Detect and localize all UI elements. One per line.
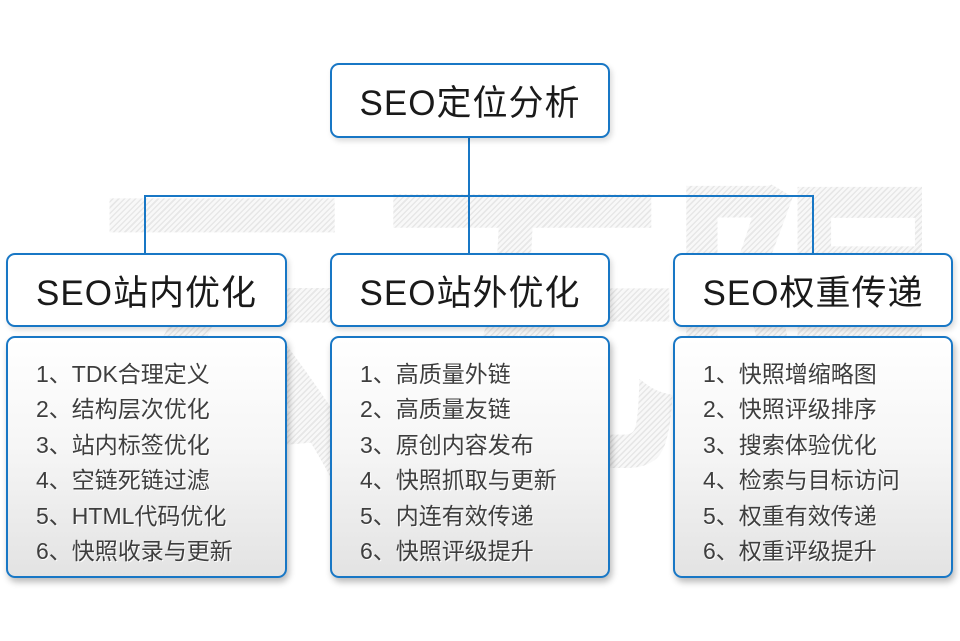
list-item: 2、快照评级排序 xyxy=(703,396,877,423)
list-item: 2、结构层次优化 xyxy=(36,396,210,423)
column-header-weight-title: SEO权重传递 xyxy=(702,273,924,313)
column-header-offsite-title: SEO站外优化 xyxy=(359,273,581,313)
list-item: 5、内连有效传递 xyxy=(360,502,534,529)
connector-root-drop xyxy=(468,138,470,197)
list-item: 3、原创内容发布 xyxy=(360,431,534,458)
list-panel-onsite: 1、TDK合理定义 2、结构层次优化 3、站内标签优化 4、空链死链过滤 5、H… xyxy=(6,336,287,578)
list-item: 1、TDK合理定义 xyxy=(36,360,210,387)
column-header-offsite: SEO站外优化 xyxy=(330,253,610,327)
list-item: 4、检索与目标访问 xyxy=(703,467,900,494)
list-item: 4、快照抓取与更新 xyxy=(360,467,557,494)
column-header-onsite-title: SEO站内优化 xyxy=(36,273,257,313)
list-item: 6、权重评级提升 xyxy=(703,538,877,565)
column-header-weight: SEO权重传递 xyxy=(673,253,953,327)
list-panel-weight: 1、快照增缩略图 2、快照评级排序 3、搜索体验优化 4、检索与目标访问 5、权… xyxy=(673,336,953,578)
list-item: 4、空链死链过滤 xyxy=(36,467,210,494)
list-panel-offsite: 1、高质量外链 2、高质量友链 3、原创内容发布 4、快照抓取与更新 5、内连有… xyxy=(330,336,610,578)
list-item: 6、快照评级提升 xyxy=(360,538,534,565)
root-node-title: SEO定位分析 xyxy=(359,84,581,123)
column-header-onsite: SEO站内优化 xyxy=(6,253,287,327)
list-item: 1、快照增缩略图 xyxy=(703,360,877,387)
connector-left-drop xyxy=(144,197,146,254)
connector-right-drop xyxy=(812,197,814,254)
root-node-seo-positioning: SEO定位分析 xyxy=(330,63,610,138)
connector-mid-drop xyxy=(468,197,470,254)
list-item: 6、快照收录与更新 xyxy=(36,538,233,565)
list-item: 5、权重有效传递 xyxy=(703,502,877,529)
list-item: 2、高质量友链 xyxy=(360,396,511,423)
connector-horizontal xyxy=(144,195,814,197)
list-item: 1、高质量外链 xyxy=(360,360,511,387)
list-item: 3、搜索体验优化 xyxy=(703,431,877,458)
list-item: 3、站内标签优化 xyxy=(36,431,210,458)
list-item: 5、HTML代码优化 xyxy=(36,502,227,529)
